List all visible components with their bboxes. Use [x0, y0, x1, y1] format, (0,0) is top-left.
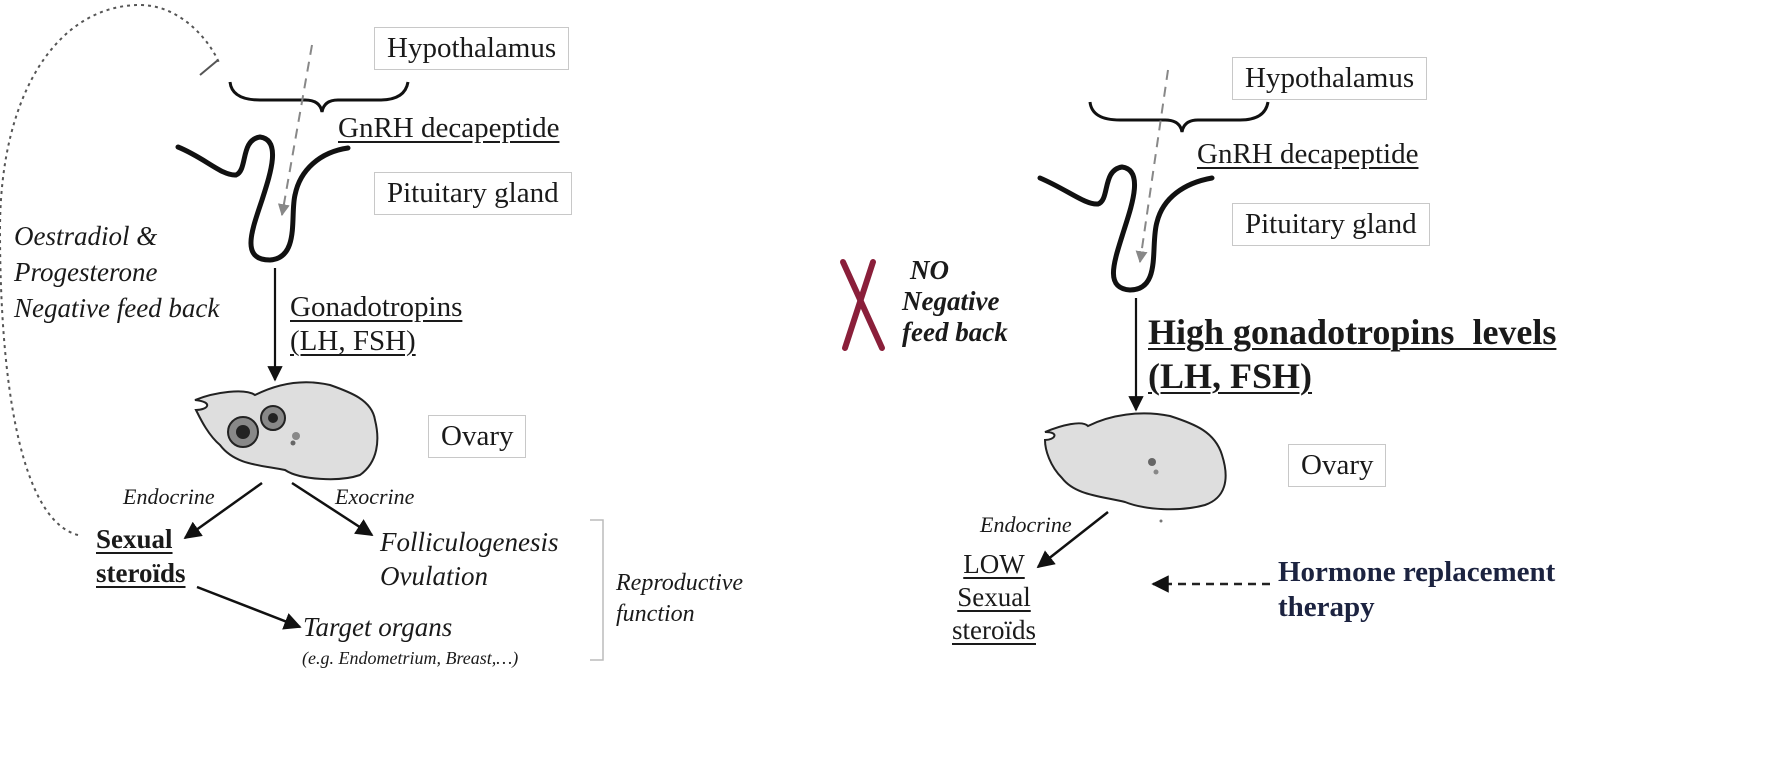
- cross-mark-icon: [840, 259, 885, 351]
- endocrine-label-right: Endocrine: [980, 512, 1072, 537]
- gonadotropins-label: Gonadotropins (LH, FSH): [290, 291, 463, 357]
- high-gonadotropins-label: High gonadotropins levels (LH, FSH): [1148, 312, 1557, 396]
- no-feedback-label: NO Negative feed back: [902, 255, 1008, 347]
- pituitary-label-right: Pituitary gland: [1232, 203, 1430, 247]
- gnrh-label-right: GnRH decapeptide: [1197, 138, 1419, 170]
- follicle-label: Folliculogenesis Ovulation: [380, 527, 559, 591]
- endocrine-label: Endocrine: [123, 484, 215, 509]
- ovary-label-right: Ovary: [1288, 444, 1387, 488]
- gnrh-dashed-arrow: [277, 44, 313, 217]
- hypothalamus-label-right: Hypothalamus: [1232, 57, 1428, 101]
- hypothalamus-label: Hypothalamus: [374, 27, 570, 71]
- pituitary-outline: [175, 134, 351, 263]
- gnrh-label: GnRH decapeptide: [338, 112, 560, 144]
- feedback-dotted-arrow: [0, 3, 221, 536]
- ovary-shape: [194, 381, 379, 481]
- ovary-label: Ovary: [428, 415, 527, 459]
- sexual-steroids-label: Sexual steroïds: [96, 524, 186, 588]
- hypothalamus-brace-right: [1088, 101, 1270, 133]
- feedback-label: Oestradiol & Progesterone Negative feed …: [14, 221, 220, 323]
- pituitary-label: Pituitary gland: [374, 172, 572, 216]
- pituitary-outline-right: [1037, 164, 1215, 293]
- gnrh-dashed-arrow-right: [1135, 69, 1169, 264]
- ovary-shape-right: [1043, 412, 1227, 511]
- exocrine-label: Exocrine: [335, 484, 415, 509]
- target-organs-label: Target organs: [303, 612, 453, 642]
- low-steroids-label: LOW Sexual steroïds: [952, 549, 1036, 645]
- target-examples-label: (e.g. Endometrium, Breast,…): [302, 648, 519, 668]
- hrt-label: Hormone replacement therapy: [1278, 556, 1556, 623]
- reproductive-function-label: Reproductive function: [616, 570, 744, 627]
- hypothalamus-brace: [228, 81, 410, 113]
